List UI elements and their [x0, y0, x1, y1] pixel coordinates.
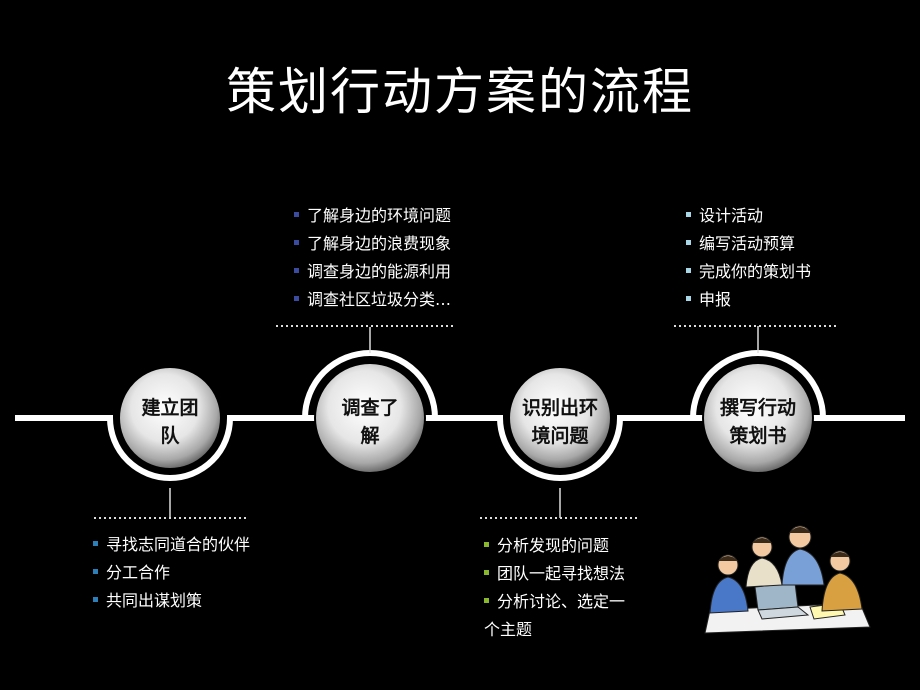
- identify-list: 分析发现的问题 团队一起寻找想法 分析讨论、选定一 个主题: [484, 532, 625, 644]
- list-item: 完成你的策划书: [686, 258, 811, 286]
- list-item: 申报: [686, 286, 811, 314]
- bullet-icon: [294, 212, 299, 217]
- list-item: 寻找志同道合的伙伴: [93, 531, 250, 559]
- step-label-3: 识别出环 境问题: [505, 394, 615, 450]
- bullet-icon: [484, 598, 489, 603]
- bullet-icon: [93, 541, 98, 546]
- step-label-2: 调查了 解: [320, 394, 420, 450]
- bullet-icon: [93, 597, 98, 602]
- list-item: 个主题: [484, 620, 533, 639]
- bullet-icon: [686, 296, 691, 301]
- node-circle-2: [314, 362, 426, 474]
- bullet-icon: [294, 268, 299, 273]
- node-circle-1: [118, 366, 222, 470]
- timeline-arch-4: [690, 350, 826, 419]
- step-label-4-line1: 撰写行动: [719, 397, 796, 419]
- step-label-4-line2: 策划书: [729, 425, 787, 447]
- list-item: 了解身边的环境问题: [294, 202, 451, 230]
- list-item: 调查身边的能源利用: [294, 258, 451, 286]
- list-item: 分析发现的问题: [484, 532, 625, 560]
- team-meeting-illustration: [704, 525, 871, 634]
- list-item: 调查社区垃圾分类…: [294, 286, 451, 314]
- plan-list: 设计活动 编写活动预算 完成你的策划书 申报: [686, 202, 811, 314]
- bullet-icon: [686, 212, 691, 217]
- bullet-icon: [484, 570, 489, 575]
- step-label-2-line1: 调查了: [341, 397, 399, 419]
- node-circle-3: [508, 366, 612, 470]
- step-label-4: 撰写行动 策划书: [703, 394, 813, 450]
- step-label-3-line1: 识别出环: [521, 397, 598, 419]
- bullet-icon: [686, 268, 691, 273]
- step-label-1: 建立团 队: [120, 394, 220, 450]
- team-list: 寻找志同道合的伙伴 分工合作 共同出谋划策: [93, 531, 250, 615]
- bullet-icon: [294, 296, 299, 301]
- list-item: 团队一起寻找想法: [484, 560, 625, 588]
- list-item: 设计活动: [686, 202, 811, 230]
- timeline-arch-2: [302, 350, 438, 419]
- bullet-icon: [484, 542, 489, 547]
- node-circle-4: [702, 362, 814, 474]
- list-item: 分析讨论、选定一: [484, 588, 625, 616]
- list-item: 了解身边的浪费现象: [294, 230, 451, 258]
- slide-title: 策划行动方案的流程: [226, 63, 694, 121]
- bullet-icon: [93, 569, 98, 574]
- list-item: 共同出谋划策: [93, 587, 250, 615]
- list-item: 分工合作: [93, 559, 250, 587]
- step-label-2-line2: 解: [360, 425, 380, 447]
- bullet-icon: [686, 240, 691, 245]
- list-item: 编写活动预算: [686, 230, 811, 258]
- step-label-1-line1: 建立团: [141, 397, 199, 419]
- survey-list: 了解身边的环境问题 了解身边的浪费现象 调查身边的能源利用 调查社区垃圾分类…: [294, 202, 451, 314]
- bullet-icon: [294, 240, 299, 245]
- step-label-1-line2: 队: [160, 425, 180, 447]
- step-label-3-line2: 境问题: [531, 425, 589, 447]
